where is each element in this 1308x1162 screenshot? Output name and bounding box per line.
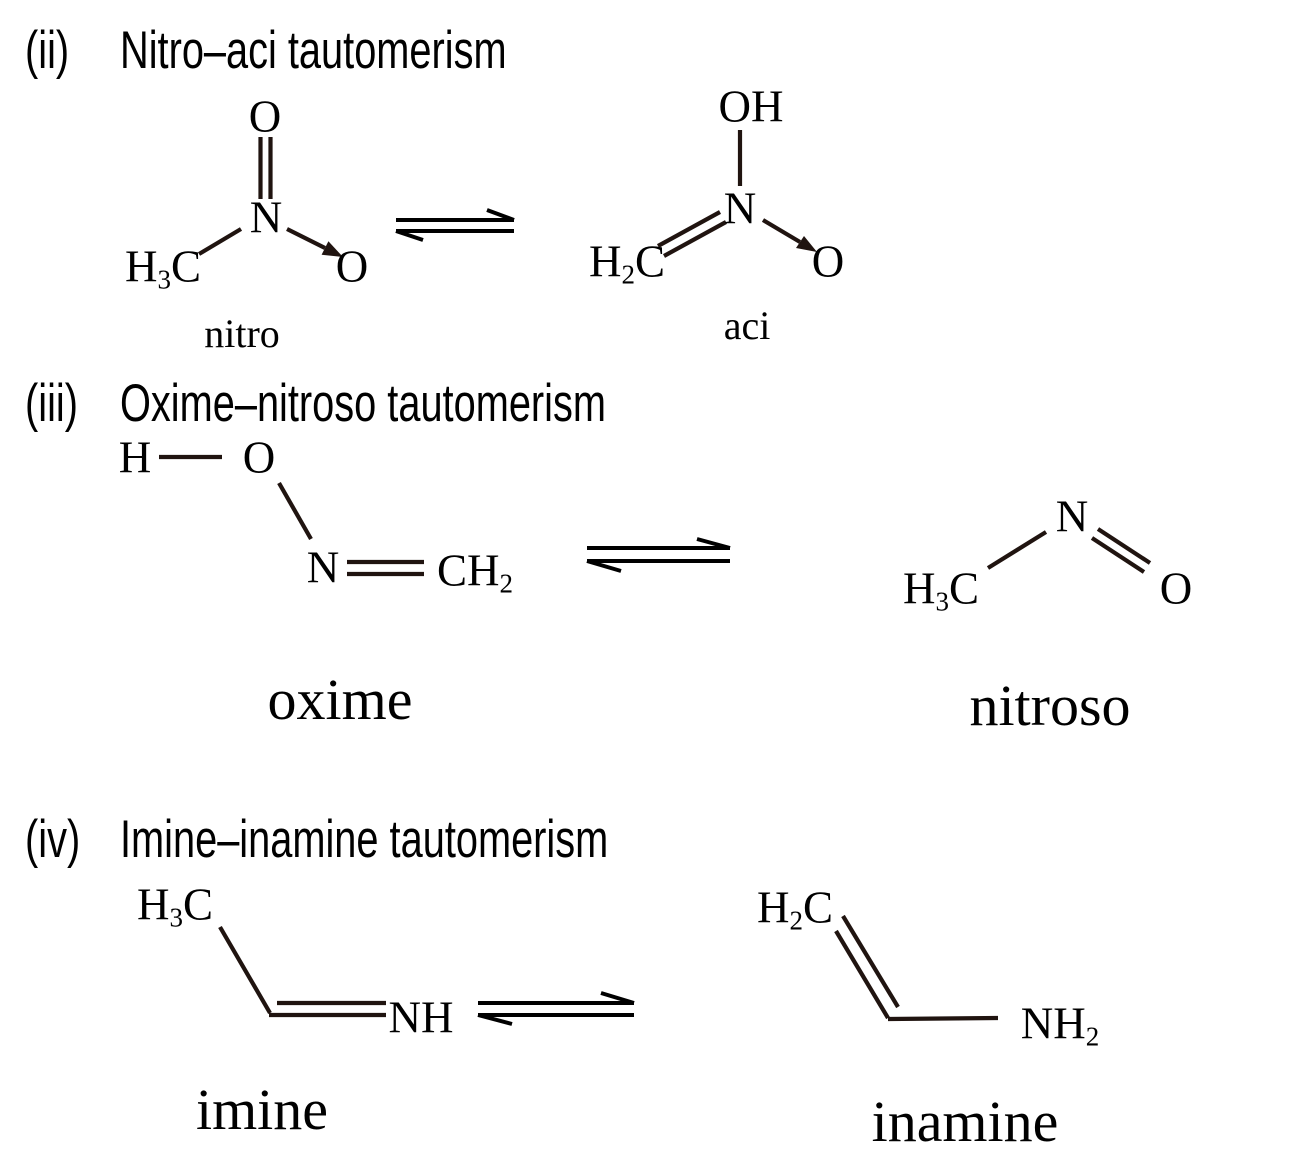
equilibrium-arrow-3 (477, 991, 635, 1026)
atom-methylene-oxime: CH2 (436, 545, 514, 599)
equilibrium-reverse-harpoon-icon (477, 1013, 634, 1026)
nitroso-c-n-bond (986, 530, 1048, 570)
molecule-label-aci: aci (723, 303, 771, 348)
atom-imino-imine: NH (388, 992, 454, 1043)
equilibrium-arrow-2 (586, 537, 731, 573)
inamine-c-c-double-bond-line-2 (834, 929, 890, 1020)
atom-nitrogen-aci: N (723, 183, 757, 234)
section-number-iv: (iv) (25, 810, 81, 869)
inamine-c-n-bond (887, 1015, 999, 1022)
nitroso-structure-bonds (986, 527, 1152, 574)
molecule-label-inamine: inamine (871, 1089, 1059, 1154)
atom-nitrogen-oxime: N (306, 542, 340, 593)
atom-oxygen-nitroso: O (1159, 563, 1193, 614)
molecule-label-nitro: nitro (204, 311, 280, 356)
atom-hydrogen-oxime: H (118, 432, 152, 483)
atom-nitrogen-nitro: N (249, 192, 283, 243)
imine-c-c-bond (218, 925, 272, 1015)
atom-methyl-imine: H3C (136, 879, 214, 933)
section-number-ii: (ii) (25, 21, 70, 80)
atom-oxygen-right-aci: O (811, 236, 845, 287)
equilibrium-reverse-harpoon-icon (395, 229, 514, 242)
molecule-label-imine: imine (195, 1077, 329, 1142)
equilibrium-forward-harpoon-icon (396, 208, 515, 222)
section-heading-ii: (ii) Nitro–aci tautomerism (0, 23, 1308, 87)
oxime-structure-bonds (159, 454, 424, 577)
atom-methyl-nitro: H3C (124, 241, 202, 295)
section-number-iii: (iii) (25, 374, 78, 433)
section-title-iv: Imine–inamine tautomerism (120, 810, 609, 869)
atom-nitrogen-nitroso: N (1055, 491, 1089, 542)
atom-methyl-nitroso: H3C (902, 563, 980, 617)
atom-hydroxyl-aci: OH (718, 81, 784, 132)
equilibrium-reverse-harpoon-icon (586, 559, 730, 573)
nitro-dative-arrowhead-icon (321, 241, 343, 257)
molecule-label-nitroso: nitroso (969, 673, 1131, 738)
aci-dative-arrowhead-icon (796, 236, 817, 252)
aci-c-n-double-bond-line-2 (662, 220, 728, 258)
equilibrium-forward-harpoon-icon (587, 537, 731, 550)
section-heading-iii: (iii) Oxime–nitroso tautomerism (0, 376, 1308, 440)
section-title-ii: Nitro–aci tautomerism (120, 21, 507, 80)
section-heading-iv: (iv) Imine–inamine tautomerism (0, 812, 1308, 876)
inamine-c-c-double-bond-line-1 (841, 914, 900, 1009)
nitro-dative-bond (286, 227, 326, 250)
imine-structure-bonds (218, 925, 386, 1018)
atom-methylene-inamine: H2C (756, 882, 834, 936)
aci-structure-bonds (656, 130, 817, 258)
atom-oxygen-oxime: O (242, 432, 276, 483)
section-title-iii: Oxime–nitroso tautomerism (120, 374, 606, 433)
nitro-c-n-bond (197, 227, 243, 256)
oxime-o-n-bond (277, 481, 313, 541)
atom-oxygen-top-nitro: O (248, 91, 282, 142)
aci-c-n-double-bond-line-1 (656, 210, 722, 248)
molecule-label-oxime: oxime (267, 667, 413, 732)
atom-oxygen-right-nitro: O (335, 241, 369, 292)
equilibrium-arrow-1 (395, 208, 515, 242)
inamine-structure-bonds (834, 914, 999, 1022)
aci-dative-bond (761, 218, 802, 244)
atom-amino-inamine: NH2 (1020, 998, 1100, 1052)
atom-methylene-aci: H2C (588, 236, 666, 290)
nitro-structure-bonds (197, 137, 343, 257)
nitroso-n-o-double-bond-line-2 (1090, 536, 1146, 574)
equilibrium-forward-harpoon-icon (478, 991, 635, 1005)
nitroso-n-o-double-bond-line-1 (1096, 527, 1152, 565)
